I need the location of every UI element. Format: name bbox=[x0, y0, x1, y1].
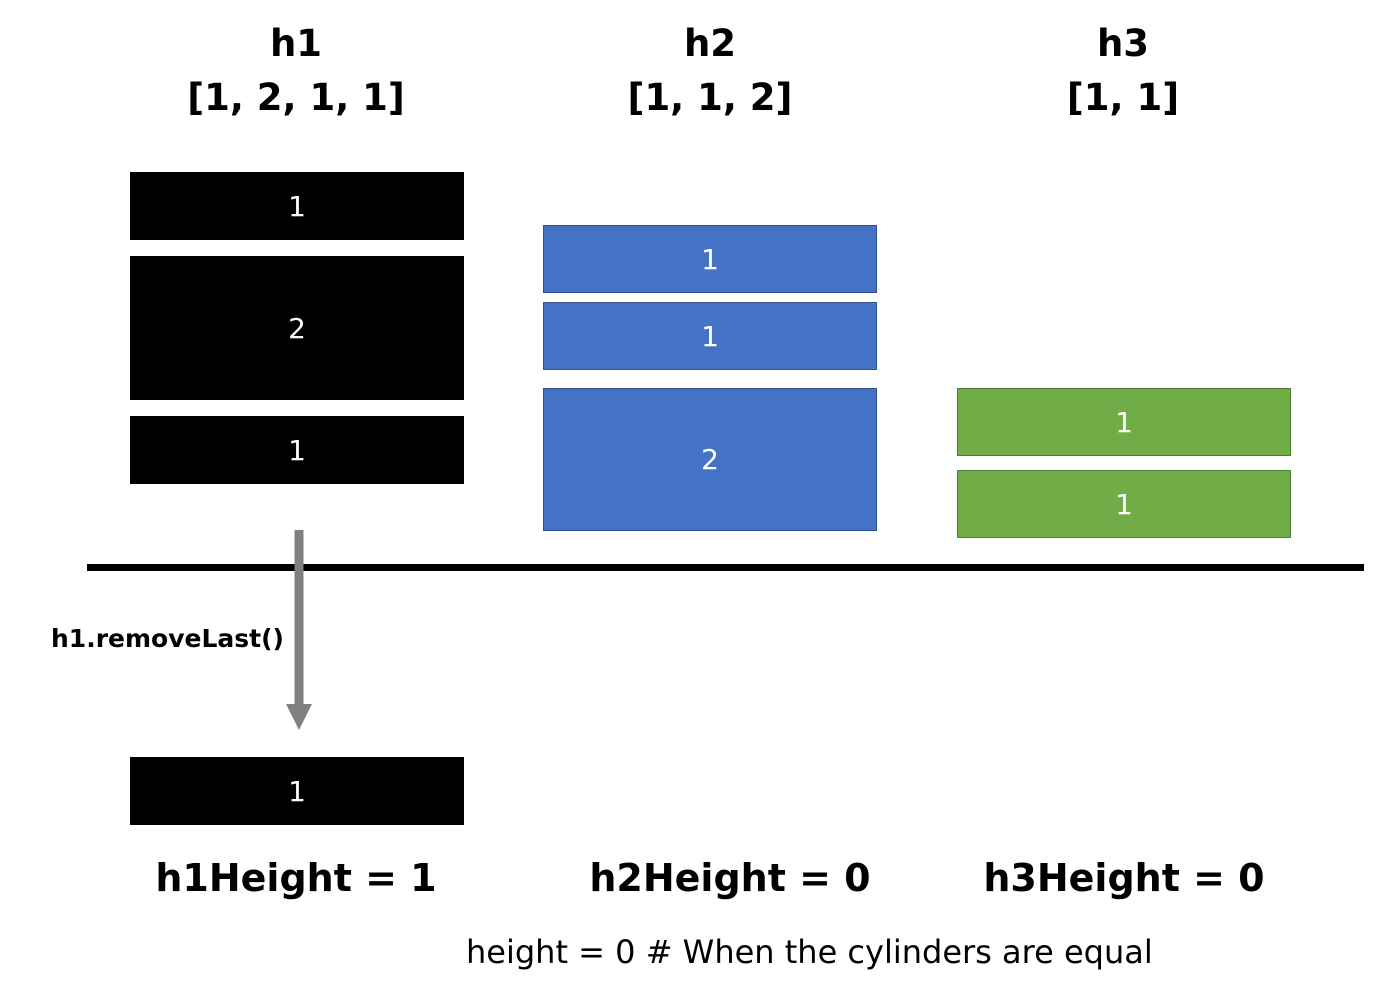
column-h3-array: [1, 1] bbox=[1066, 76, 1180, 119]
h1-block: 2 bbox=[130, 256, 464, 400]
removed-block-value: 1 bbox=[288, 774, 306, 808]
h1-block-value: 1 bbox=[288, 189, 306, 223]
column-h3-title: h3 [1, 1] bbox=[923, 22, 1323, 120]
h1-block: 1 bbox=[130, 416, 464, 484]
h2-block: 1 bbox=[543, 302, 877, 370]
column-h1-array: [1, 2, 1, 1] bbox=[187, 76, 405, 119]
h3-height-label: h3Height = 0 bbox=[983, 856, 1265, 900]
h3-block: 1 bbox=[957, 470, 1291, 538]
h1-block-value: 2 bbox=[288, 311, 306, 345]
h2-block: 2 bbox=[543, 388, 877, 531]
h2-block-value: 1 bbox=[701, 319, 719, 353]
h2-height-label: h2Height = 0 bbox=[589, 856, 871, 900]
h1-height-label: h1Height = 1 bbox=[155, 856, 437, 900]
h1-block-value: 1 bbox=[288, 433, 306, 467]
h3-block-value: 1 bbox=[1115, 487, 1133, 521]
equal-height-note: height = 0 # When the cylinders are equa… bbox=[466, 933, 1153, 971]
column-h2-name: h2 bbox=[683, 22, 737, 65]
column-h2-array: [1, 1, 2] bbox=[627, 76, 793, 119]
baseline-divider bbox=[87, 564, 1364, 571]
column-h1-title: h1 [1, 2, 1, 1] bbox=[96, 22, 496, 120]
operation-label: h1.removeLast() bbox=[51, 624, 284, 653]
column-h1-name: h1 bbox=[269, 22, 323, 65]
down-arrow-icon bbox=[286, 530, 312, 730]
column-h3-name: h3 bbox=[1096, 22, 1150, 65]
h3-block-value: 1 bbox=[1115, 405, 1133, 439]
h2-block-value: 1 bbox=[701, 242, 719, 276]
removed-block: 1 bbox=[130, 757, 464, 825]
h3-block: 1 bbox=[957, 388, 1291, 456]
h1-block: 1 bbox=[130, 172, 464, 240]
column-h2-title: h2 [1, 1, 2] bbox=[510, 22, 910, 120]
h2-block-value: 2 bbox=[701, 443, 719, 476]
h2-block: 1 bbox=[543, 225, 877, 293]
